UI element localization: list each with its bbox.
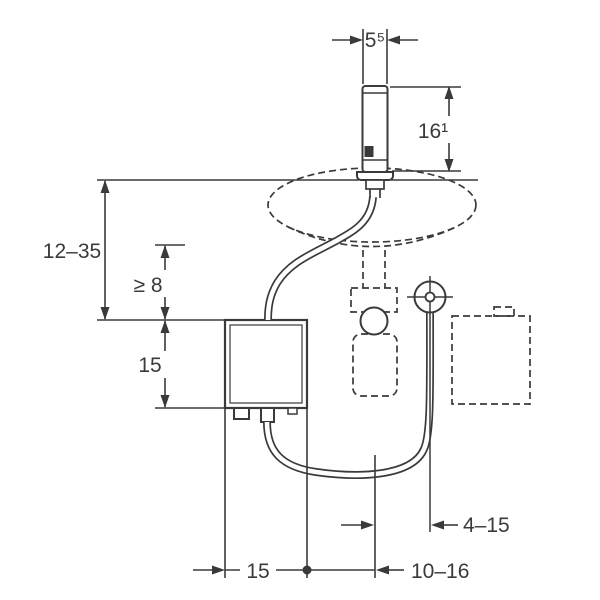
label-faucet-height: 16¹ (418, 120, 448, 143)
label-box-width: 15 (246, 560, 269, 583)
sensor-window (364, 146, 374, 157)
label-backgrounds (123, 116, 456, 583)
label-clearance: ≥ 8 (133, 274, 162, 297)
dimension-arrows (100, 35, 454, 575)
dimension-lines (104, 39, 458, 571)
box-hose-stub (260, 407, 275, 423)
label-box-to-center: 10–16 (411, 560, 469, 583)
washbasin-outline (267, 167, 477, 248)
function-box (223, 318, 309, 423)
reference-lines (97, 29, 478, 578)
trap-circle (359, 306, 389, 336)
dimension-dot (302, 565, 312, 575)
label-center-to-connection: 4–15 (463, 514, 510, 537)
concealed-box-outline (451, 306, 531, 405)
label-box-height: 15 (138, 354, 161, 377)
label-faucet-depth: 5⁵ (365, 29, 385, 52)
box-valve-stub (233, 407, 250, 420)
water-connection (407, 276, 453, 532)
faucet (356, 85, 394, 198)
label-rim-to-box: 12–35 (43, 240, 101, 263)
supply-hose (264, 196, 377, 321)
